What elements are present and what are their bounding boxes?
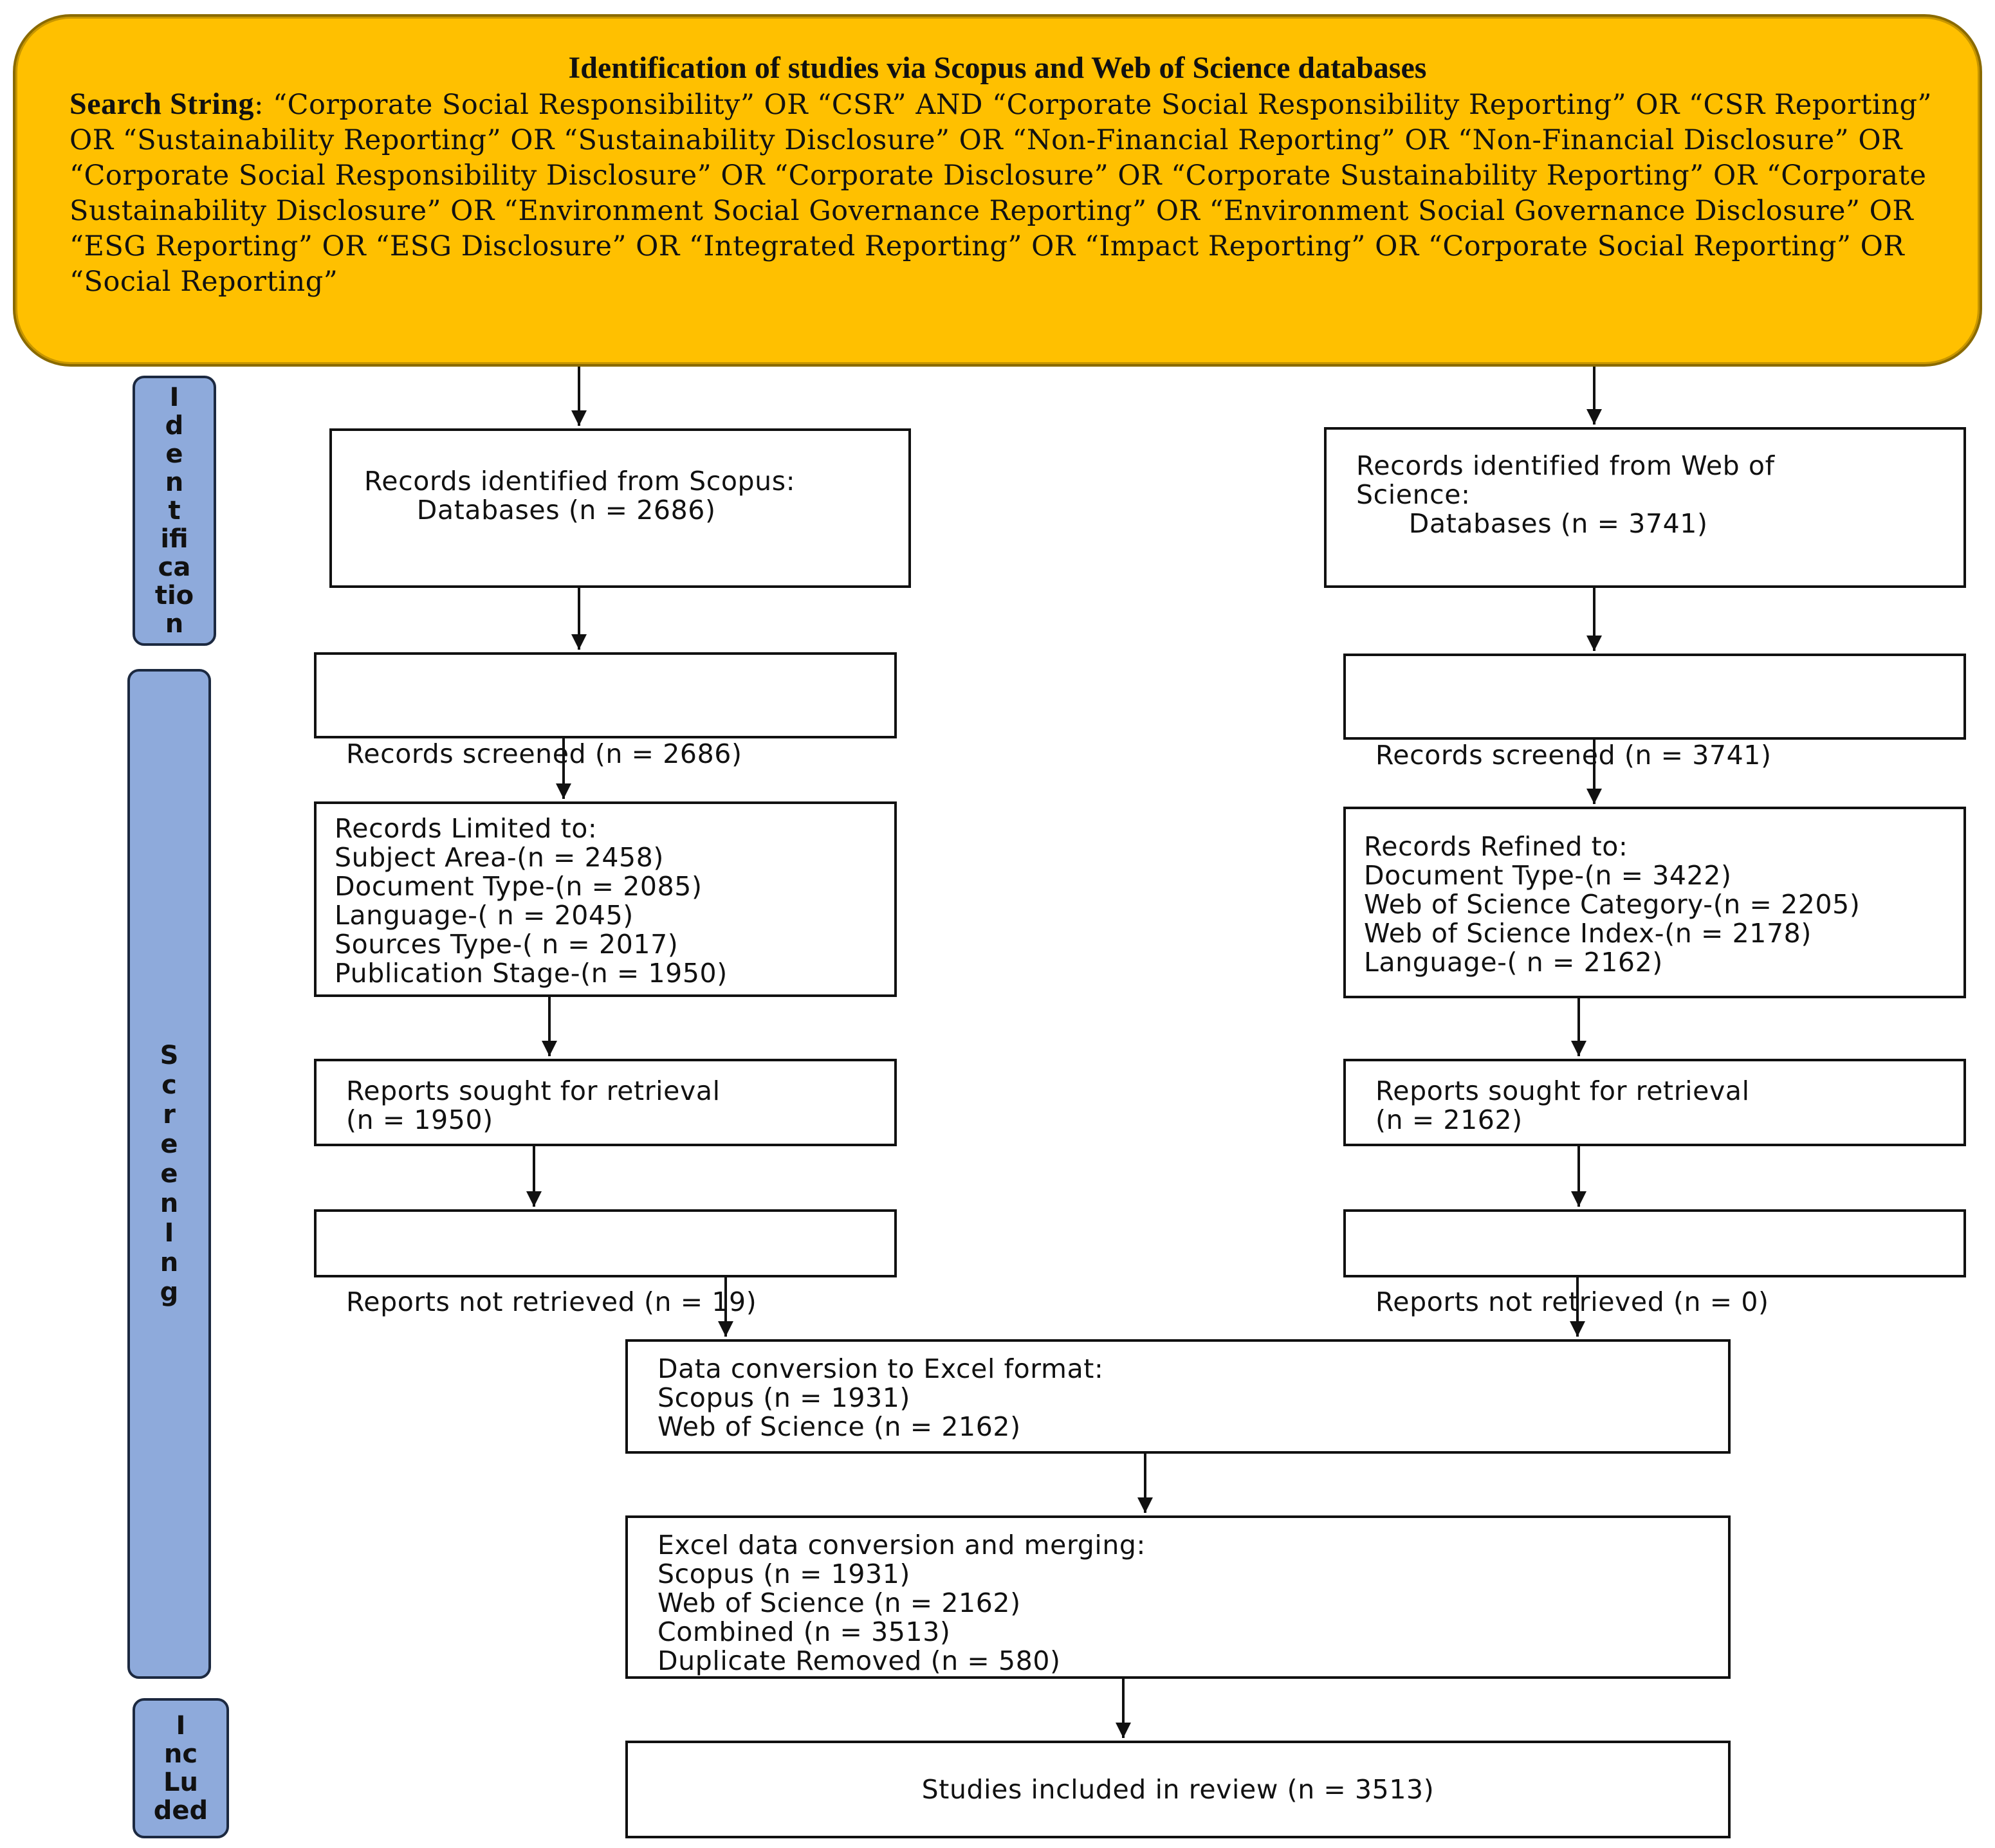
wos-not-retrieved-box: Reports not retrieved (n = 0)	[1343, 1209, 1966, 1317]
phase-identification-letter: ifi	[160, 524, 188, 554]
data-conversion-line: Scopus (n = 1931)	[657, 1382, 910, 1413]
phase-screening-letter: I	[164, 1218, 174, 1248]
phase-included-letter: Lu	[163, 1768, 198, 1797]
excel-merging-line: Scopus (n = 1931)	[657, 1559, 910, 1589]
scopus-sought-box: Reports sought for retrieval(n = 1950)	[314, 1059, 897, 1146]
scopus-limited-line: Document Type-(n = 2085)	[335, 871, 703, 902]
search-string-header: Identification of studies via Scopus and…	[13, 14, 1982, 367]
phase-screening-letter: g	[160, 1277, 179, 1307]
scopus-identified-box: Records identified from Scopus: Database…	[329, 428, 911, 588]
scopus-not-retrieved-box: Reports not retrieved (n = 19)	[314, 1209, 897, 1317]
excel-merging-line: Combined (n = 3513)	[657, 1616, 951, 1647]
excel-merging-line: Excel data conversion and merging:	[657, 1530, 1146, 1560]
wos-screened-box: Records screened (n = 3741)	[1343, 654, 1966, 770]
excel-merging-line: Duplicate Removed (n = 580)	[657, 1645, 1061, 1676]
scopus-sought-line: Reports sought for retrieval	[346, 1075, 721, 1106]
search-string-label: Search String	[69, 87, 254, 121]
studies-included-text: Studies included in review (n = 3513)	[921, 1773, 1435, 1805]
phase-screening-letter: n	[160, 1189, 179, 1218]
phase-screening-letter: n	[160, 1248, 179, 1277]
scopus-limited-box: Records Limited to:Subject Area-(n = 245…	[314, 801, 897, 997]
wos-screened-text: Records screened (n = 3741)	[1375, 740, 1772, 771]
wos-identified-line: Science:	[1356, 479, 1471, 510]
wos-refined-box: Records Refined to:Document Type-(n = 34…	[1343, 807, 1966, 998]
scopus-screened-text: Records screened (n = 2686)	[346, 738, 742, 769]
scopus-sought-line: (n = 1950)	[346, 1104, 493, 1135]
phase-identification-letter: tio	[154, 581, 194, 610]
scopus-limited-line: Publication Stage-(n = 1950)	[335, 958, 728, 989]
data-conversion-box: Data conversion to Excel format:Scopus (…	[625, 1339, 1731, 1454]
phase-screening-letter: c	[161, 1070, 177, 1100]
phase-screening-letter: e	[160, 1159, 178, 1189]
wos-refined-line: Document Type-(n = 3422)	[1364, 860, 1732, 891]
search-string-text: Search String: “Corporate Social Respons…	[69, 86, 1948, 300]
wos-refined-line: Language-( n = 2162)	[1364, 947, 1663, 978]
studies-included-box: Studies included in review (n = 3513)	[625, 1741, 1731, 1838]
wos-sought-line: (n = 2162)	[1375, 1104, 1523, 1135]
diagram-title: Identification of studies via Scopus and…	[568, 51, 1427, 85]
scopus-limited-line: Records Limited to:	[335, 813, 598, 844]
phase-included-letter: nc	[163, 1739, 198, 1769]
phase-identification-letter: t	[168, 496, 181, 526]
phase-screening-letter: r	[163, 1100, 176, 1130]
phase-identification-letter: I	[169, 383, 179, 412]
phase-identification-letter: n	[165, 609, 184, 639]
phase-screening-letter: e	[160, 1130, 178, 1159]
phase-screening-letter: S	[160, 1041, 179, 1070]
scopus-identified-line: Databases (n = 2686)	[364, 495, 716, 526]
scopus-limited-line: Sources Type-( n = 2017)	[335, 929, 679, 960]
search-string-body: : “Corporate Social Responsibility” OR “…	[69, 89, 1932, 298]
phase-included-letter: ded	[153, 1796, 208, 1825]
phase-identification-letter: e	[165, 439, 183, 469]
excel-merging-line: Web of Science (n = 2162)	[657, 1587, 1021, 1618]
wos-identified-line: Databases (n = 3741)	[1356, 508, 1708, 539]
scopus-limited-line: Language-( n = 2045)	[335, 900, 634, 931]
data-conversion-line: Data conversion to Excel format:	[657, 1353, 1104, 1384]
wos-not-retrieved-text: Reports not retrieved (n = 0)	[1375, 1286, 1769, 1317]
excel-merging-box: Excel data conversion and merging:Scopus…	[625, 1515, 1731, 1679]
data-conversion-line: Web of Science (n = 2162)	[657, 1411, 1021, 1442]
wos-identified-line: Records identified from Web of	[1356, 450, 1775, 481]
phase-identification-letter: ca	[158, 553, 191, 582]
scopus-screened-box: Records screened (n = 2686)	[314, 652, 897, 769]
scopus-limited-line: Subject Area-(n = 2458)	[335, 842, 664, 873]
wos-refined-line: Web of Science Category-(n = 2205)	[1364, 889, 1861, 920]
scopus-identified-line: Records identified from Scopus:	[364, 466, 796, 497]
wos-sought-box: Reports sought for retrieval(n = 2162)	[1343, 1059, 1966, 1146]
scopus-not-retrieved-text: Reports not retrieved (n = 19)	[346, 1286, 757, 1317]
phase-included-letter: I	[176, 1711, 186, 1741]
wos-refined-line: Web of Science Index-(n = 2178)	[1364, 918, 1812, 949]
wos-refined-line: Records Refined to:	[1364, 831, 1628, 862]
wos-sought-line: Reports sought for retrieval	[1375, 1075, 1750, 1106]
phase-identification-letter: d	[165, 411, 184, 441]
phase-identification-letter: n	[165, 468, 184, 497]
